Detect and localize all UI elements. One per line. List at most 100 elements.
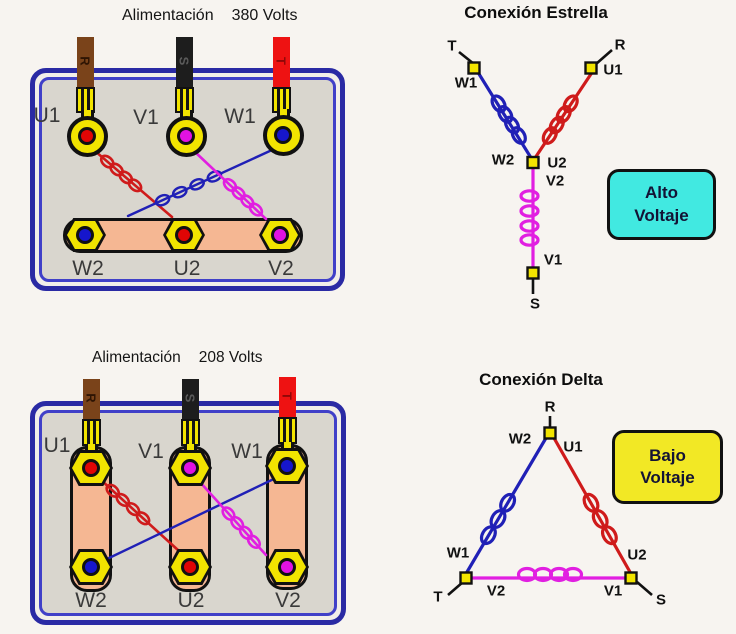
title-380v-volts: 380 Volts: [231, 7, 298, 24]
hex-nut-u2-208: [168, 549, 212, 585]
delta-label-u1: U1: [563, 438, 583, 456]
wire-r-letter-208: R: [83, 393, 99, 404]
box380-winding-u: [93, 149, 174, 219]
supply-wire-r: R: [76, 37, 94, 89]
star-label-u2: U2: [547, 154, 567, 172]
terminal-dot-v1-208: [181, 459, 199, 477]
hex-nut-v2-208: [265, 549, 309, 585]
star-winding-w: [477, 72, 535, 163]
delta-label-v2: V2: [486, 582, 506, 600]
crimp-w1-208: [277, 417, 297, 444]
star-label-s: S: [529, 295, 541, 313]
delta-title: Conexión Delta: [479, 370, 603, 389]
delta-label-s: S: [655, 591, 667, 609]
alto-badge-line1: Alto: [644, 183, 679, 203]
terminal-dot-v2-208: [278, 558, 296, 576]
neck-v1: [179, 110, 193, 120]
crimp-v1-208: [180, 419, 200, 446]
title-380v-word: Alimentación: [122, 7, 214, 24]
supply-wire-t-208: T: [278, 377, 296, 419]
supply-wire-s-208: S: [181, 379, 199, 421]
star-winding-v: [519, 166, 540, 270]
box208-label-v2: V2: [275, 589, 301, 612]
bajo-badge-line1: Bajo: [649, 445, 686, 465]
box208-label-v1: V1: [138, 440, 164, 463]
box208-winding-v: [197, 479, 268, 557]
terminal-dot-v1: [177, 127, 195, 145]
title-208v-volts: 208 Volts: [198, 349, 263, 366]
neck-v1-208: [183, 444, 197, 453]
delta-terminal-t-vertex: [459, 571, 473, 585]
box208-label-w2: W2: [75, 589, 107, 612]
neck-w1-208: [280, 442, 294, 451]
ring-terminal-v1: [165, 115, 207, 157]
box208-label-u2: U2: [177, 589, 205, 612]
title-208v-word: Alimentación: [92, 349, 181, 366]
crimp-u1-208: [81, 419, 101, 446]
hex-nut-u2: [163, 218, 205, 252]
terminal-dot-w1: [274, 126, 292, 144]
star-terminal-v1: [526, 266, 540, 280]
star-r-lead: [595, 49, 613, 65]
star-label-w1: W1: [454, 74, 478, 92]
box380-label-w1: W1: [224, 105, 256, 128]
box380-label-v2: V2: [268, 257, 294, 280]
terminal-dot-w2: [76, 226, 94, 244]
delta-label-u2: U2: [627, 546, 647, 564]
star-point-terminal: [526, 155, 540, 170]
delta-winding-u: [552, 436, 632, 574]
box380-winding-w: [126, 148, 274, 218]
supply-wire-t: T: [272, 37, 290, 89]
delta-label-r: R: [544, 398, 556, 416]
ring-terminal-u1: [66, 115, 108, 157]
delta-terminal-r-apex: [543, 426, 557, 440]
star-label-v2: V2: [545, 172, 565, 190]
delta-winding-w: [465, 436, 548, 574]
supply-wire-r-208: R: [82, 379, 100, 421]
delta-s-lead: [636, 581, 653, 596]
hex-nut-u1-208: [69, 450, 113, 486]
box380-label-w2: W2: [72, 257, 104, 280]
terminal-dot-w2-208: [82, 558, 100, 576]
box208-label-w1: W1: [231, 440, 263, 463]
box380-label-v1: V1: [133, 106, 159, 129]
wire-s-letter-208: S: [182, 393, 198, 403]
star-terminal-u1: [584, 61, 598, 75]
bajo-voltaje-badge: Bajo Voltaje: [612, 430, 723, 504]
hex-nut-w2-208: [69, 549, 113, 585]
terminal-dot-u2: [175, 226, 193, 244]
wire-r-letter: R: [77, 56, 93, 66]
box208-winding-w: [105, 474, 282, 561]
alto-voltaje-badge: Alto Voltaje: [607, 169, 716, 240]
neck-u1-208: [84, 444, 98, 453]
terminal-dot-v2: [271, 226, 289, 244]
hex-nut-v2: [259, 218, 301, 252]
wire-t-letter-208: T: [279, 392, 295, 401]
delta-label-v1: V1: [603, 582, 623, 600]
box208-label-u1: U1: [43, 434, 71, 457]
title-380v: Alimentación 380 Volts: [122, 7, 297, 25]
alto-badge-line2: Voltaje: [634, 205, 689, 225]
star-label-t: T: [447, 37, 457, 55]
terminal-dot-u2-208: [181, 558, 199, 576]
star-label-v1: V1: [543, 251, 563, 269]
wire-s-letter: S: [176, 56, 192, 66]
wire-t-letter: T: [273, 56, 289, 65]
hex-nut-w2: [64, 218, 106, 252]
star-label-u1: U1: [603, 61, 623, 79]
title-208v: Alimentación 208 Volts: [92, 349, 263, 367]
delta-winding-v: [469, 566, 628, 583]
star-title: Conexión Estrella: [464, 3, 608, 22]
neck-u1: [80, 110, 94, 120]
star-label-r: R: [614, 36, 626, 54]
terminal-dot-u1: [78, 127, 96, 145]
neck-w1: [276, 109, 290, 119]
box380-label-u1: U1: [33, 104, 61, 127]
delta-label-w2: W2: [508, 430, 532, 448]
box380-winding-v: [192, 149, 268, 221]
box208-winding-u: [99, 478, 181, 553]
star-label-w2: W2: [491, 151, 515, 169]
hex-nut-w1-208: [265, 448, 309, 484]
star-winding-u: [531, 72, 593, 163]
